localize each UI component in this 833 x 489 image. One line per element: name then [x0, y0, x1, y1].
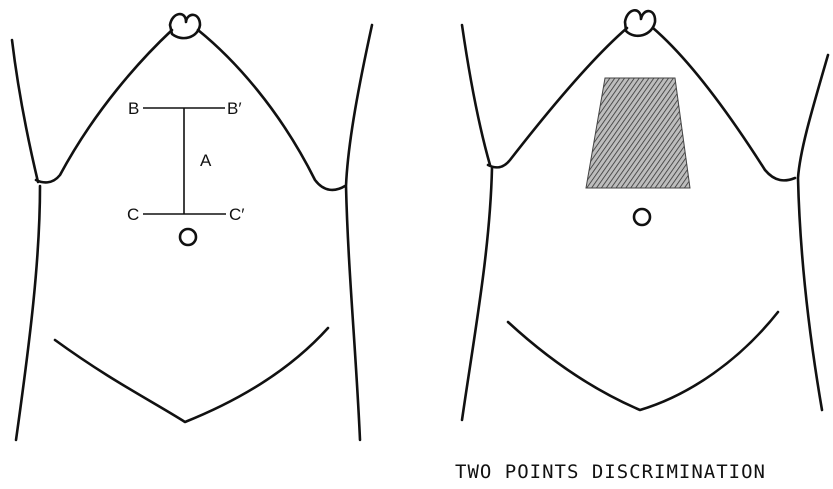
right-torso-side-right — [798, 55, 828, 410]
left-torso-neck-notch — [170, 14, 200, 38]
label-a: A — [200, 151, 212, 170]
label-c-prime: C′ — [229, 205, 244, 224]
left-torso-side-outer-left — [12, 40, 38, 182]
label-b: B — [128, 99, 139, 118]
right-torso-pelvis-line — [508, 312, 778, 410]
left-torso: B B′ A C C′ — [12, 14, 372, 440]
right-torso — [462, 10, 828, 420]
left-torso-shoulder-left — [36, 30, 172, 182]
label-c: C — [127, 205, 139, 224]
figure-caption: TWO POINTS DISCRIMINATION — [455, 461, 766, 483]
left-torso-navel — [180, 229, 196, 245]
right-torso-side-left — [462, 168, 492, 420]
right-torso-side-outer-left — [462, 25, 490, 165]
right-torso-navel — [634, 209, 650, 225]
label-b-prime: B′ — [227, 99, 242, 118]
left-torso-shoulder-right — [198, 30, 345, 190]
shaded-sensory-area — [586, 78, 690, 188]
left-torso-side-right — [346, 25, 372, 440]
left-torso-pelvis-line — [55, 328, 328, 422]
left-torso-side-left — [16, 186, 40, 440]
right-torso-neck-notch — [625, 10, 655, 36]
